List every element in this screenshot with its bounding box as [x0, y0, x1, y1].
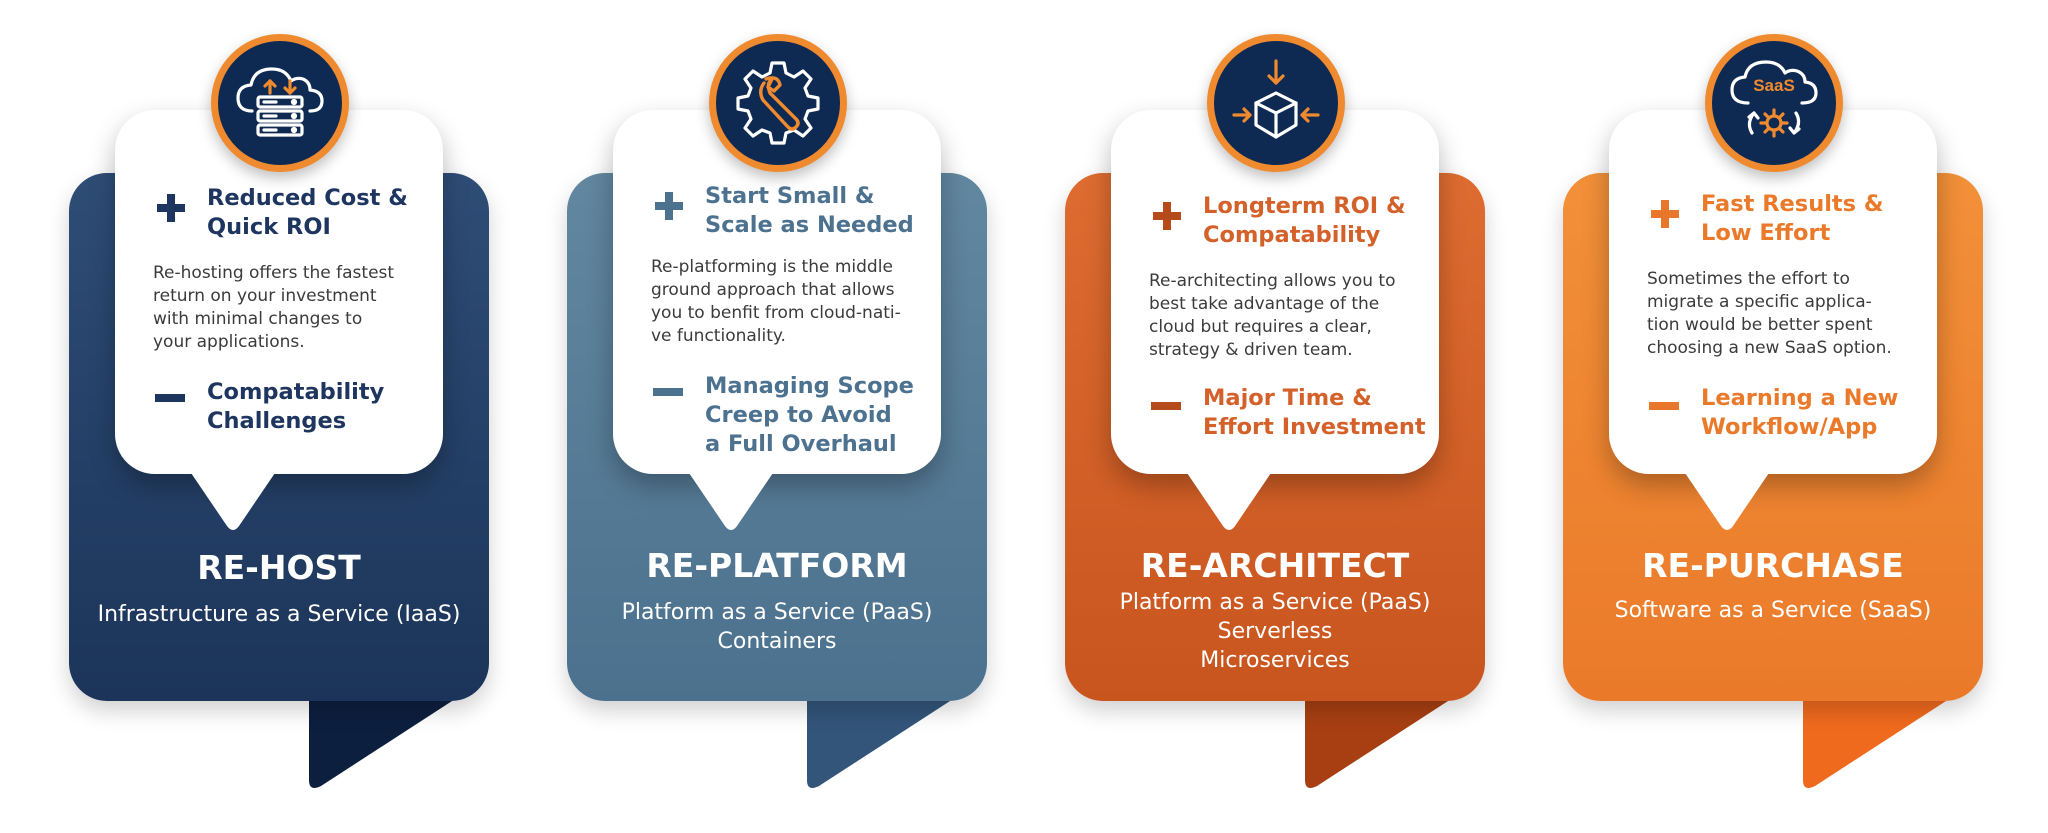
description: Re-platforming is the middle ground appr…	[651, 257, 901, 346]
description: Re-hosting offers the fastest return on …	[153, 263, 395, 352]
strategy-title: RE-PURCHASE	[1642, 546, 1904, 585]
strategy-card-repurchase: Fast Results & Low Effort Sometimes the …	[1563, 0, 1983, 833]
strategy-title: RE-HOST	[197, 548, 361, 587]
cube-arrows-icon	[1207, 34, 1345, 172]
plus-icon	[655, 192, 683, 220]
con-text: Managing Scope Creep to Avoid a Full Ove…	[705, 373, 914, 457]
info-card: Fast Results & Low Effort Sometimes the …	[1609, 110, 1937, 474]
description: Re-architecting allows you to best take …	[1149, 271, 1396, 360]
plus-icon	[1153, 202, 1181, 230]
con-text: Major Time & Effort Investment	[1203, 385, 1426, 440]
minus-icon	[653, 388, 683, 396]
description: Sometimes the effort to migrate a specif…	[1647, 269, 1892, 358]
strategy-card-rehost: Reduced Cost & Quick ROI Re-hosting offe…	[69, 0, 489, 833]
con-text: Compatability Challenges	[207, 379, 385, 434]
plus-icon	[1651, 200, 1679, 228]
pro-text: Longterm ROI & Compatability	[1203, 193, 1406, 248]
service-label: Platform as a Service (PaaS) Serverless …	[1119, 590, 1431, 673]
pro-text: Fast Results & Low Effort	[1701, 191, 1884, 246]
service-label: Platform as a Service (PaaS) Containers	[621, 600, 933, 654]
card-pointer	[687, 470, 775, 530]
minus-icon	[1649, 402, 1679, 410]
strategy-title: RE-PLATFORM	[646, 546, 908, 585]
plus-icon	[157, 194, 185, 222]
card-pointer	[1683, 470, 1771, 530]
info-card: Start Small & Scale as Needed Re-platfor…	[613, 110, 941, 474]
service-label: Infrastructure as a Service (IaaS)	[97, 602, 461, 627]
card-pointer	[1185, 470, 1273, 530]
gear-wrench-icon	[709, 34, 847, 172]
saas-icon-label: SaaS	[1753, 76, 1795, 95]
strategy-title: RE-ARCHITECT	[1140, 546, 1410, 585]
strategy-card-rearchitect: Longterm ROI & Compatability Re-architec…	[1065, 0, 1485, 833]
pro-text: Start Small & Scale as Needed	[705, 183, 914, 238]
minus-icon	[155, 394, 185, 402]
saas-cloud-icon: SaaS	[1705, 34, 1843, 172]
strategy-card-replatform: Start Small & Scale as Needed Re-platfor…	[567, 0, 987, 833]
service-label: Software as a Service (SaaS)	[1614, 598, 1932, 623]
pro-text: Reduced Cost & Quick ROI	[207, 185, 408, 240]
minus-icon	[1151, 402, 1181, 410]
card-pointer	[189, 470, 277, 530]
con-text: Learning a New Workflow/App	[1701, 385, 1899, 440]
cloud-server-icon	[211, 34, 349, 172]
